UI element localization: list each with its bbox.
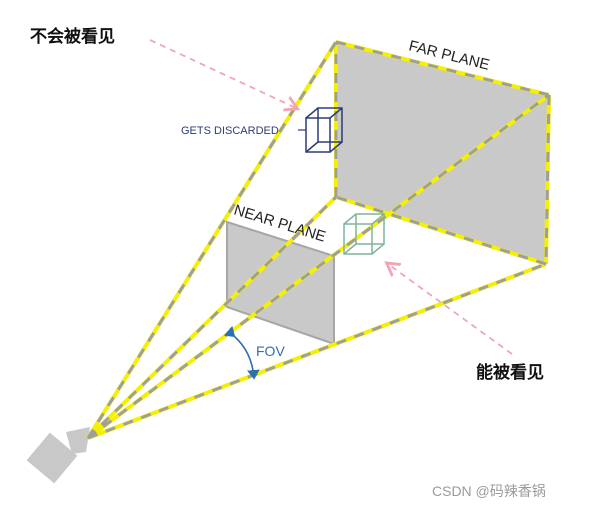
visible-cube bbox=[343, 213, 385, 255]
camera-icon bbox=[26, 427, 90, 484]
hidden-arrow bbox=[149, 39, 296, 108]
visible-annotation: 能被看见 bbox=[476, 362, 544, 383]
hidden-annotation: 不会被看见 bbox=[30, 26, 115, 47]
fov-label: FOV bbox=[256, 343, 285, 359]
gets-discarded-label: GETS DISCARDED bbox=[181, 125, 279, 137]
far-plane bbox=[336, 42, 549, 264]
discarded-cube bbox=[305, 107, 343, 153]
watermark: CSDN @码辣香锅 bbox=[432, 483, 546, 499]
fov-arc bbox=[223, 325, 260, 380]
visible-arrow bbox=[388, 264, 513, 355]
